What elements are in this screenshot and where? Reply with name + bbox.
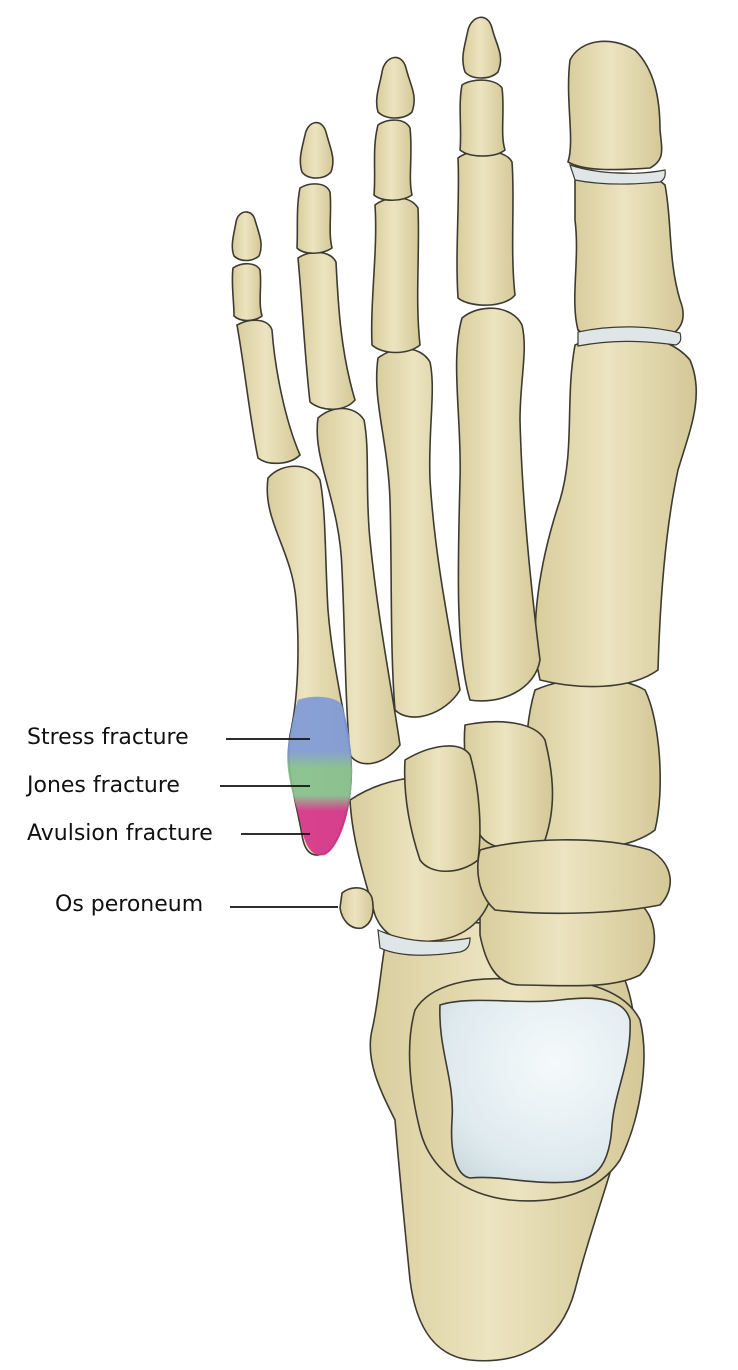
- first-metatarsal-bone: [534, 334, 698, 688]
- second-metatarsal-bone: [455, 307, 541, 702]
- fifth-proximal-phalanx-bone: [236, 319, 301, 465]
- avulsion-fracture-label: Avulsion fracture: [27, 821, 213, 846]
- first-ip-joint: [569, 164, 666, 185]
- fourth-distal-phalanx-bone: [299, 121, 334, 179]
- fifth-middle-phalanx-bone: [231, 262, 263, 322]
- jones-fracture-label: Jones fracture: [27, 773, 180, 798]
- talus-articular-surface: [439, 997, 631, 1184]
- third-proximal-phalanx-bone: [370, 197, 421, 354]
- second-distal-phalanx-bone: [462, 16, 502, 79]
- third-metatarsal-bone: [375, 347, 461, 718]
- second-proximal-phalanx-bone: [456, 150, 516, 306]
- first-mtp-joint: [577, 326, 682, 347]
- third-middle-phalanx-bone: [373, 119, 413, 202]
- os-peroneum-bone: [339, 887, 374, 930]
- stress-fracture-label: Stress fracture: [27, 725, 189, 750]
- third-distal-phalanx-bone: [375, 56, 415, 119]
- first-proximal-phalanx-bone: [574, 172, 684, 340]
- calcaneocuboid-joint: [377, 929, 471, 956]
- fracture-zones-overlay: [287, 696, 353, 856]
- fifth-distal-phalanx-bone: [231, 211, 262, 262]
- fourth-middle-phalanx-bone: [296, 183, 333, 255]
- second-middle-phalanx-bone: [459, 79, 506, 157]
- midfoot-lower-block: [477, 839, 672, 915]
- fourth-proximal-phalanx-bone: [297, 251, 356, 411]
- os-peroneum-label: Os peroneum: [55, 892, 204, 917]
- first-distal-phalanx-bone: [567, 40, 663, 171]
- fourth-metatarsal-bone: [316, 407, 401, 765]
